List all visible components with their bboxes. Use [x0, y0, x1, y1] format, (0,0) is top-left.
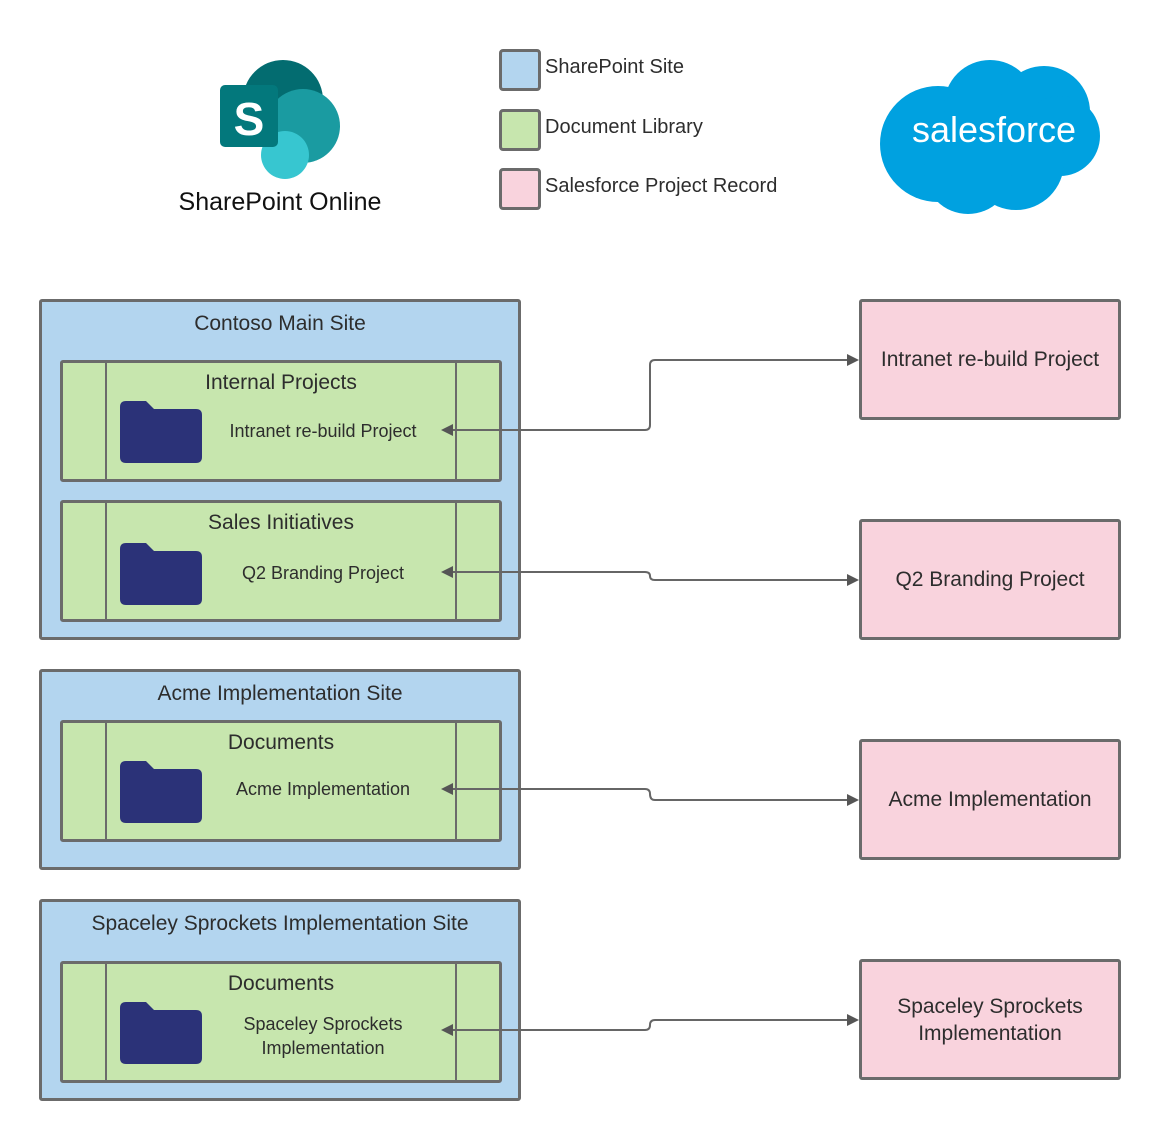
library-title: Documents	[227, 972, 335, 995]
salesforce-record-acme: Acme Implementation	[859, 739, 1121, 860]
record-label: Q2 Branding Project	[895, 568, 1085, 591]
sharepoint-label: SharePoint Online	[178, 188, 382, 216]
legend-swatch-site	[499, 49, 541, 91]
sharepoint-site-acme: Acme Implementation Site Documents Acme …	[39, 669, 521, 870]
site-title: Contoso Main Site	[194, 312, 366, 335]
folder-icon	[120, 1002, 202, 1064]
record-label: Spaceley Sprockets Implementation	[897, 994, 1083, 1045]
document-library-spaceley-documents: Documents Spaceley Sprockets Implementat…	[60, 961, 502, 1083]
folder-label: Acme Implementation	[235, 779, 411, 799]
document-library-acme-documents: Documents Acme Implementation	[60, 720, 502, 842]
document-library-sales-initiatives: Sales Initiatives Q2 Branding Project	[60, 500, 502, 622]
folder-icon	[120, 543, 202, 605]
folder-icon	[120, 401, 202, 463]
document-library-internal-projects: Internal Projects Intranet re-build Proj…	[60, 360, 502, 482]
legend-label-library: Document Library	[545, 116, 703, 138]
connector-q2-branding	[441, 566, 859, 586]
legend-label-site: SharePoint Site	[545, 56, 684, 78]
salesforce-record-spaceley: Spaceley Sprockets Implementation	[859, 959, 1121, 1080]
record-label: Intranet re-build Project	[880, 348, 1100, 371]
connector-acme	[441, 783, 859, 806]
sharepoint-logo-icon: S	[220, 60, 340, 179]
salesforce-logo-text: salesforce	[912, 109, 1076, 150]
salesforce-record-intranet: Intranet re-build Project	[859, 299, 1121, 420]
legend-swatch-library	[499, 109, 541, 151]
salesforce-record-q2-branding: Q2 Branding Project	[859, 519, 1121, 640]
folder-label: Intranet re-build Project	[229, 421, 417, 441]
svg-text:S: S	[234, 93, 265, 145]
sharepoint-site-contoso: Contoso Main Site Internal Projects Intr…	[39, 299, 521, 640]
legend-label-record: Salesforce Project Record	[545, 175, 778, 197]
connector-intranet	[441, 354, 859, 436]
record-label: Acme Implementation	[888, 788, 1092, 811]
library-title: Documents	[227, 731, 335, 754]
site-title: Acme Implementation Site	[157, 682, 403, 705]
site-title: Spaceley Sprockets Implementation Site	[91, 912, 469, 935]
library-title: Internal Projects	[205, 371, 357, 394]
folder-label: Spaceley Sprockets Implementation	[243, 1014, 403, 1058]
library-title: Sales Initiatives	[208, 511, 354, 534]
folder-label: Q2 Branding Project	[241, 563, 405, 583]
connector-spaceley	[441, 1014, 859, 1036]
salesforce-logo-icon: salesforce	[880, 60, 1100, 214]
sharepoint-site-spaceley: Spaceley Sprockets Implementation Site D…	[39, 899, 521, 1101]
folder-icon	[120, 761, 202, 823]
legend-swatch-record	[499, 168, 541, 210]
